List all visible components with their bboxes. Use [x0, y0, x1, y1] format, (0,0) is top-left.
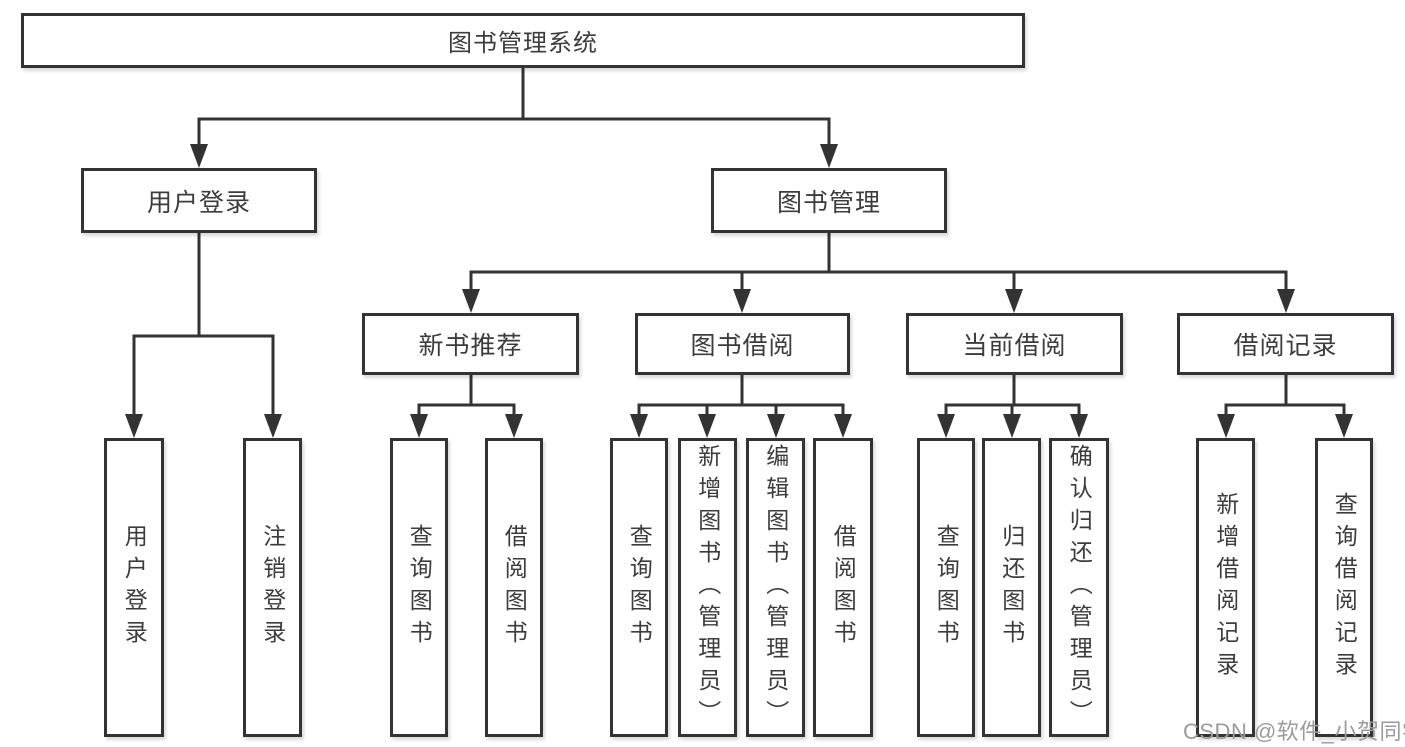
leaf-confirm-return-admin: 确认归还（管理员） [1049, 438, 1109, 737]
csdn-watermark: CSDN @软件_小贺同学 [1183, 719, 1405, 744]
leaf-label: 注销登录 [259, 523, 286, 652]
node-book-borrow: 图书借阅 [635, 313, 850, 375]
leaf-label: 新增图书（管理员） [694, 443, 721, 732]
leaf-edit-book-admin: 编辑图书（管理员） [746, 438, 805, 737]
leaf-add-borrow-record: 新增借阅记录 [1196, 438, 1255, 737]
leaf-query-books-borrow: 查询图书 [610, 438, 668, 737]
leaf-query-books-current: 查询图书 [917, 438, 975, 737]
node-borrow-records: 借阅记录 [1177, 313, 1394, 375]
node-user-login: 用户登录 [81, 168, 317, 233]
leaf-add-book-admin: 新增图书（管理员） [678, 438, 737, 737]
leaf-return-books: 归还图书 [982, 438, 1041, 737]
node-current-borrow: 当前借阅 [906, 313, 1123, 375]
node-library-system: 图书管理系统 [21, 13, 1025, 68]
leaf-label: 查询图书 [406, 523, 433, 652]
leaf-label: 归还图书 [998, 523, 1025, 652]
leaf-label: 借阅图书 [830, 523, 857, 652]
leaf-label: 确认归还（管理员） [1066, 443, 1093, 732]
leaf-query-books-recommend: 查询图书 [390, 438, 448, 737]
node-new-book-recommend: 新书推荐 [362, 313, 579, 375]
leaf-borrow-books-recommend: 借阅图书 [485, 438, 543, 737]
arrowheads [125, 144, 1353, 438]
leaf-label: 查询借阅记录 [1331, 491, 1358, 684]
leaf-label: 查询图书 [626, 523, 653, 652]
leaf-logout: 注销登录 [243, 438, 302, 737]
leaf-label: 查询图书 [933, 523, 960, 652]
leaf-query-borrow-record: 查询借阅记录 [1315, 438, 1373, 737]
leaf-label: 编辑图书（管理员） [762, 443, 789, 732]
leaf-label: 用户登录 [121, 523, 148, 652]
leaf-borrow-books: 借阅图书 [813, 438, 873, 737]
leaf-label: 新增借阅记录 [1212, 491, 1239, 684]
node-book-management: 图书管理 [711, 168, 947, 233]
leaf-user-login: 用户登录 [104, 438, 164, 737]
leaf-label: 借阅图书 [501, 523, 528, 652]
